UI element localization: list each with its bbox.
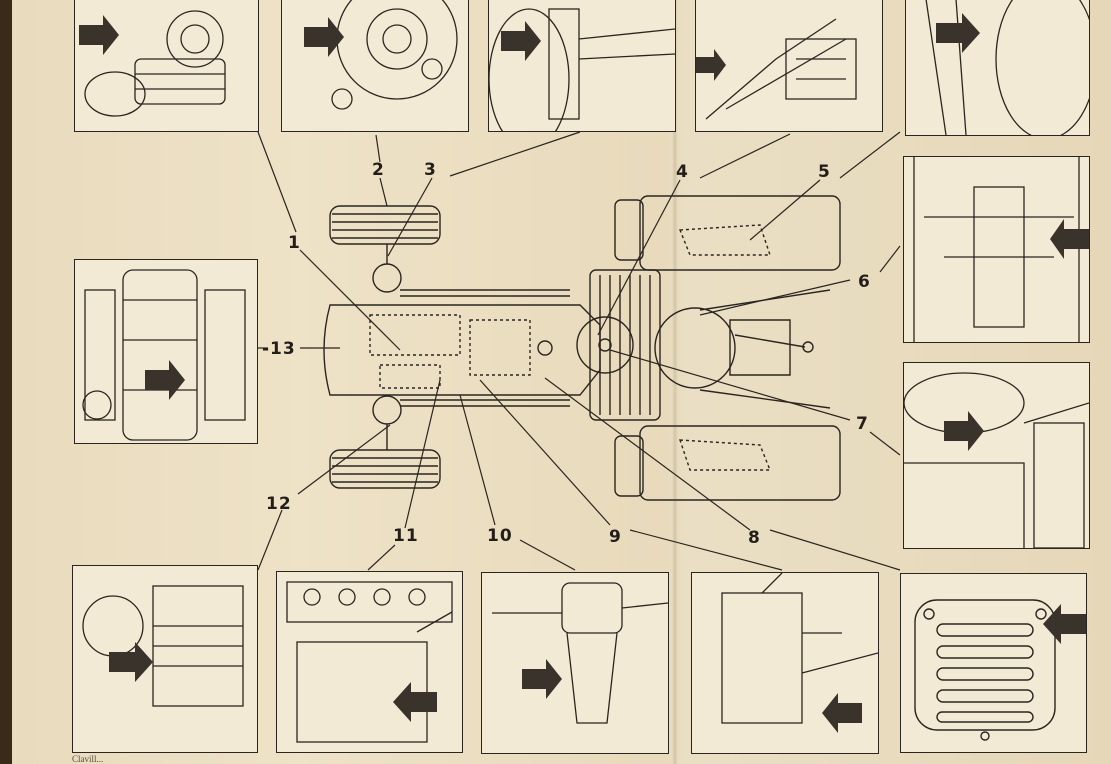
pointer-arrow-icon xyxy=(822,693,862,733)
detail-panel-12 xyxy=(72,565,258,753)
detail-panel-13 xyxy=(74,259,258,444)
detail-panel-9 xyxy=(691,572,879,754)
detail-panel-5 xyxy=(905,0,1090,136)
callout-13: -13 xyxy=(262,339,296,359)
detail-panel-8 xyxy=(900,573,1087,753)
front-right-wheel xyxy=(329,449,441,489)
detail-panel-2 xyxy=(281,0,469,132)
callout-1: 1 xyxy=(288,233,301,253)
detail-panel-4 xyxy=(695,0,883,132)
rear-left-wheel xyxy=(639,195,841,271)
front-left-wheel xyxy=(329,205,441,245)
pointer-arrow-icon xyxy=(393,682,437,722)
pointer-arrow-icon xyxy=(79,15,119,55)
callout-6: 6 xyxy=(858,272,871,292)
detail-panel-1 xyxy=(74,0,259,132)
callout-10: 10 xyxy=(487,526,513,546)
binding-edge xyxy=(0,0,12,764)
pointer-arrow-icon xyxy=(109,642,153,682)
pointer-arrow-icon xyxy=(944,411,984,451)
callout-11: 11 xyxy=(393,526,419,546)
callout-5: 5 xyxy=(818,162,831,182)
leader-lines xyxy=(256,131,901,571)
rear-wheel-illustration xyxy=(925,0,1089,135)
rear-right-wheel xyxy=(639,425,841,501)
callout-7: 7 xyxy=(856,414,869,434)
pointer-arrow-icon xyxy=(522,659,562,699)
detail-panel-6 xyxy=(903,156,1090,343)
callout-2: 2 xyxy=(372,160,385,180)
three-point-hitch-illustration xyxy=(913,157,1089,342)
pointer-arrow-icon xyxy=(696,49,726,81)
detail-panel-11 xyxy=(276,571,463,753)
wheel-hub-illustration xyxy=(304,0,458,110)
callout-8: 8 xyxy=(748,528,761,548)
pointer-arrow-icon xyxy=(304,17,344,57)
pointer-arrow-icon xyxy=(1050,219,1089,259)
injection-pump-illustration xyxy=(286,581,453,743)
pointer-arrow-icon xyxy=(501,21,541,61)
callout-12: 12 xyxy=(266,494,292,514)
page-caption: Clavill... xyxy=(72,754,104,764)
fuel-filter-illustration xyxy=(492,582,668,724)
callout-3: 3 xyxy=(424,160,437,180)
pointer-arrow-icon xyxy=(145,360,185,400)
callout-9: 9 xyxy=(609,527,622,547)
air-filter-illustration xyxy=(82,269,246,441)
steering-knuckle-illustration xyxy=(489,8,675,131)
engine-detail-illustration xyxy=(79,10,226,117)
pointer-arrow-icon xyxy=(936,13,980,53)
detail-panel-7 xyxy=(903,362,1090,549)
callout-4: 4 xyxy=(676,162,689,182)
grille-cover-illustration xyxy=(914,599,1086,741)
clutch-linkage-illustration xyxy=(696,18,857,120)
governor-linkage-illustration xyxy=(721,573,878,733)
detail-panel-3 xyxy=(488,0,676,132)
detail-panel-10 xyxy=(481,572,669,754)
steering-wheel-illustration xyxy=(904,372,1089,548)
pointer-arrow-icon xyxy=(1043,604,1086,644)
cylinder-head-illustration xyxy=(82,585,244,707)
